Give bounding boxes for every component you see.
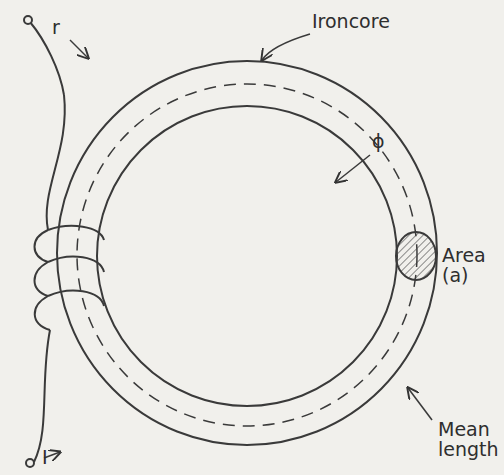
area-label: Area (a) <box>442 246 500 286</box>
leader-line <box>70 40 88 58</box>
leader-line <box>408 388 432 420</box>
mean-path <box>77 84 417 426</box>
coil-turn <box>35 230 51 330</box>
cross-section <box>396 232 436 280</box>
lead-wire <box>47 95 65 230</box>
core-inner <box>97 106 397 406</box>
current-label: I <box>42 448 48 468</box>
lead-wire <box>34 330 50 462</box>
terminal <box>24 16 32 24</box>
core-outer <box>57 61 437 445</box>
length-label: Mean length <box>438 420 500 460</box>
flux-symbol: ϕ <box>372 132 385 152</box>
coil-turn <box>48 226 104 306</box>
terminal <box>26 459 34 467</box>
part-label: Ironcore <box>312 12 390 32</box>
dimension-label: r <box>52 18 60 38</box>
leader-line <box>336 155 370 182</box>
leader-line <box>262 34 310 60</box>
